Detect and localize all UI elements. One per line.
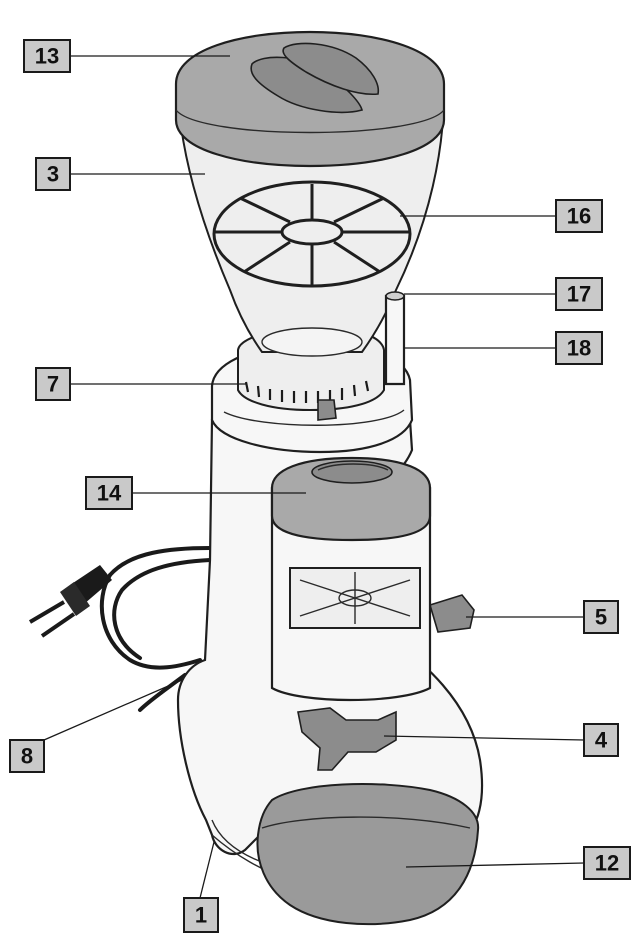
callout-label: 7 bbox=[47, 372, 59, 397]
callout-label: 18 bbox=[567, 336, 591, 361]
callout-14: 14 bbox=[85, 476, 133, 510]
callout-7: 7 bbox=[35, 367, 71, 401]
portafilter-fork bbox=[297, 707, 397, 771]
callout-8: 8 bbox=[9, 739, 45, 773]
doser-chamber bbox=[270, 486, 432, 702]
callout-label: 5 bbox=[595, 605, 607, 630]
leader-lines bbox=[43, 55, 585, 899]
hopper-shutter bbox=[384, 291, 406, 386]
callout-3: 3 bbox=[35, 157, 71, 191]
callout-label: 14 bbox=[97, 481, 122, 506]
callout-5: 5 bbox=[583, 600, 619, 634]
callout-label: 4 bbox=[595, 728, 608, 753]
dosing-lever bbox=[429, 594, 475, 633]
callout-label: 12 bbox=[595, 851, 619, 876]
callout-label: 17 bbox=[567, 282, 591, 307]
callout-16: 16 bbox=[555, 199, 603, 233]
callout-1: 1 bbox=[183, 897, 219, 933]
callout-label: 8 bbox=[21, 744, 33, 769]
power-plug-icon bbox=[28, 565, 112, 638]
callout-label: 13 bbox=[35, 44, 59, 69]
hopper-safety-grid bbox=[212, 180, 412, 288]
hopper-lid bbox=[174, 30, 446, 168]
hopper-lid-handle bbox=[250, 42, 380, 114]
drip-tray bbox=[256, 783, 480, 926]
callout-12: 12 bbox=[583, 846, 631, 880]
callout-4: 4 bbox=[583, 723, 619, 757]
doser-lid bbox=[270, 456, 432, 542]
callout-label: 1 bbox=[195, 903, 207, 928]
callout-label: 3 bbox=[47, 162, 59, 187]
callout-13: 13 bbox=[23, 39, 71, 73]
callout-17: 17 bbox=[555, 277, 603, 311]
callout-18: 18 bbox=[555, 331, 603, 365]
callout-label: 16 bbox=[567, 204, 591, 229]
power-cable bbox=[99, 546, 212, 712]
